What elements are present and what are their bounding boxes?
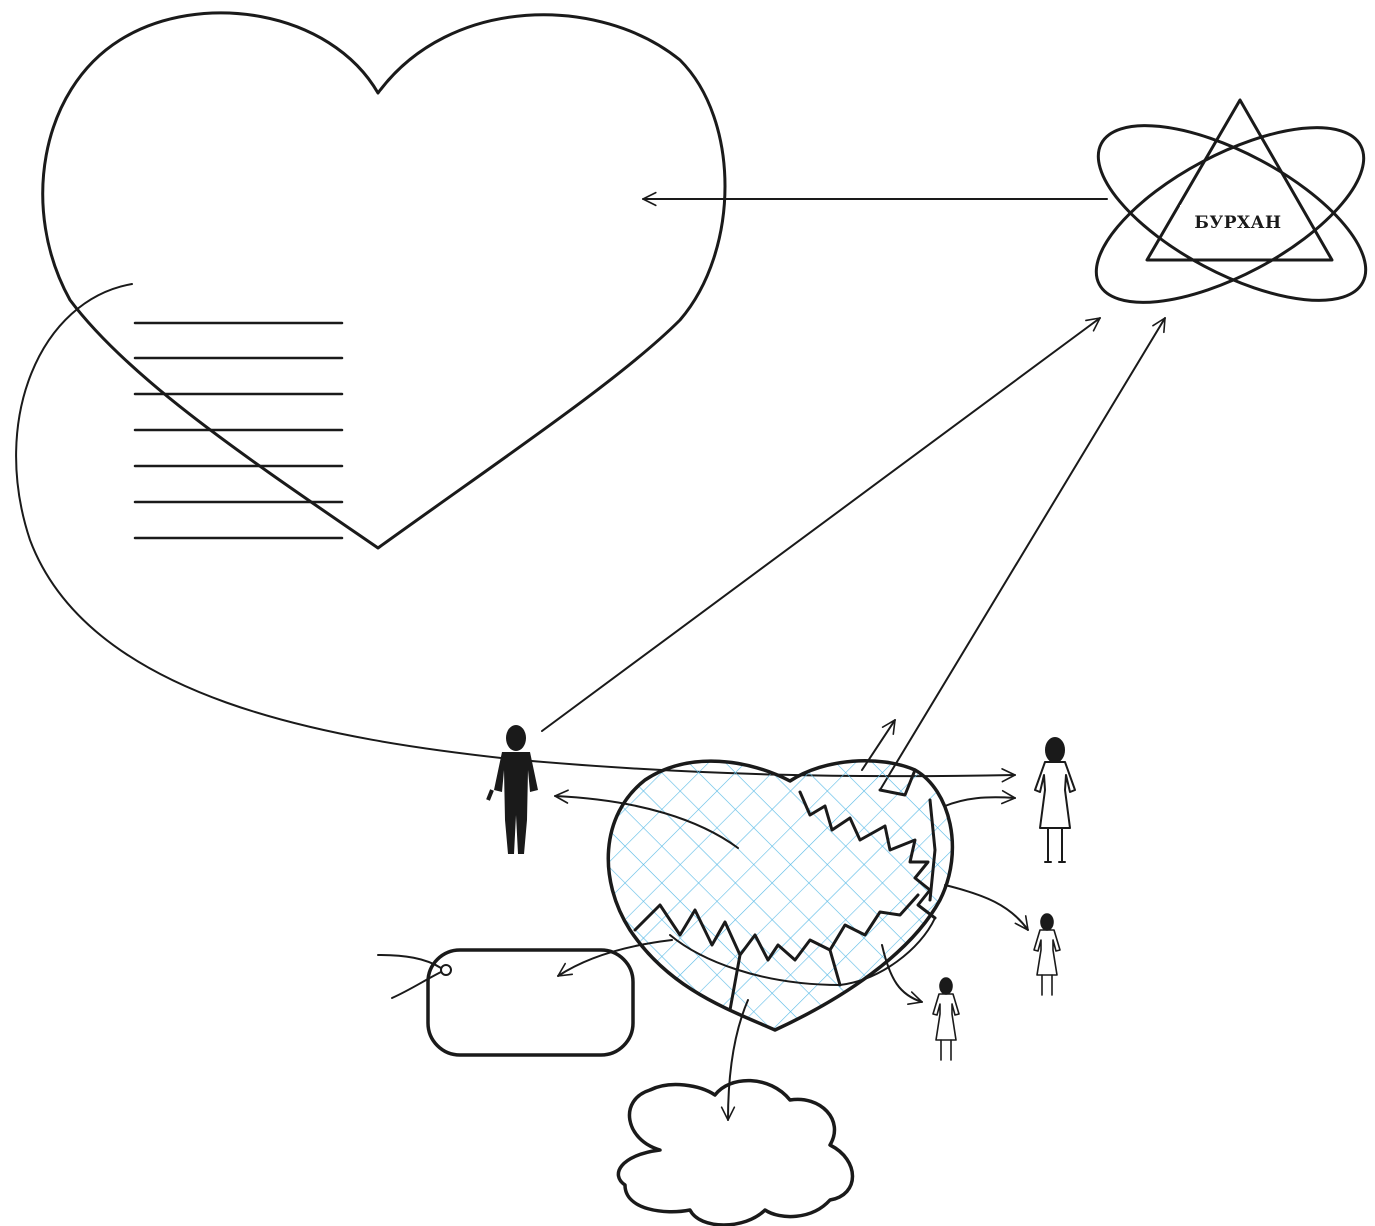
woman-figure-icon [1035,738,1075,862]
symbol-label: БУРХАН [1194,213,1281,233]
woman-figure-icon [1034,914,1060,995]
arrow-heart-to-symbol [880,318,1165,790]
woman-figure-icon [933,978,959,1060]
cloud-icon [618,1081,852,1225]
arrow-heart-to-woman-2 [945,885,1028,930]
text-lines [135,323,342,538]
man-figure-icon [488,725,538,854]
arrow-heart-to-woman-1 [945,797,1015,806]
atom-triangle-icon: БУРХАН [1071,91,1375,338]
arrow-man-to-symbol [542,318,1100,731]
large-heart-icon [43,13,725,548]
tag-icon [378,950,633,1055]
